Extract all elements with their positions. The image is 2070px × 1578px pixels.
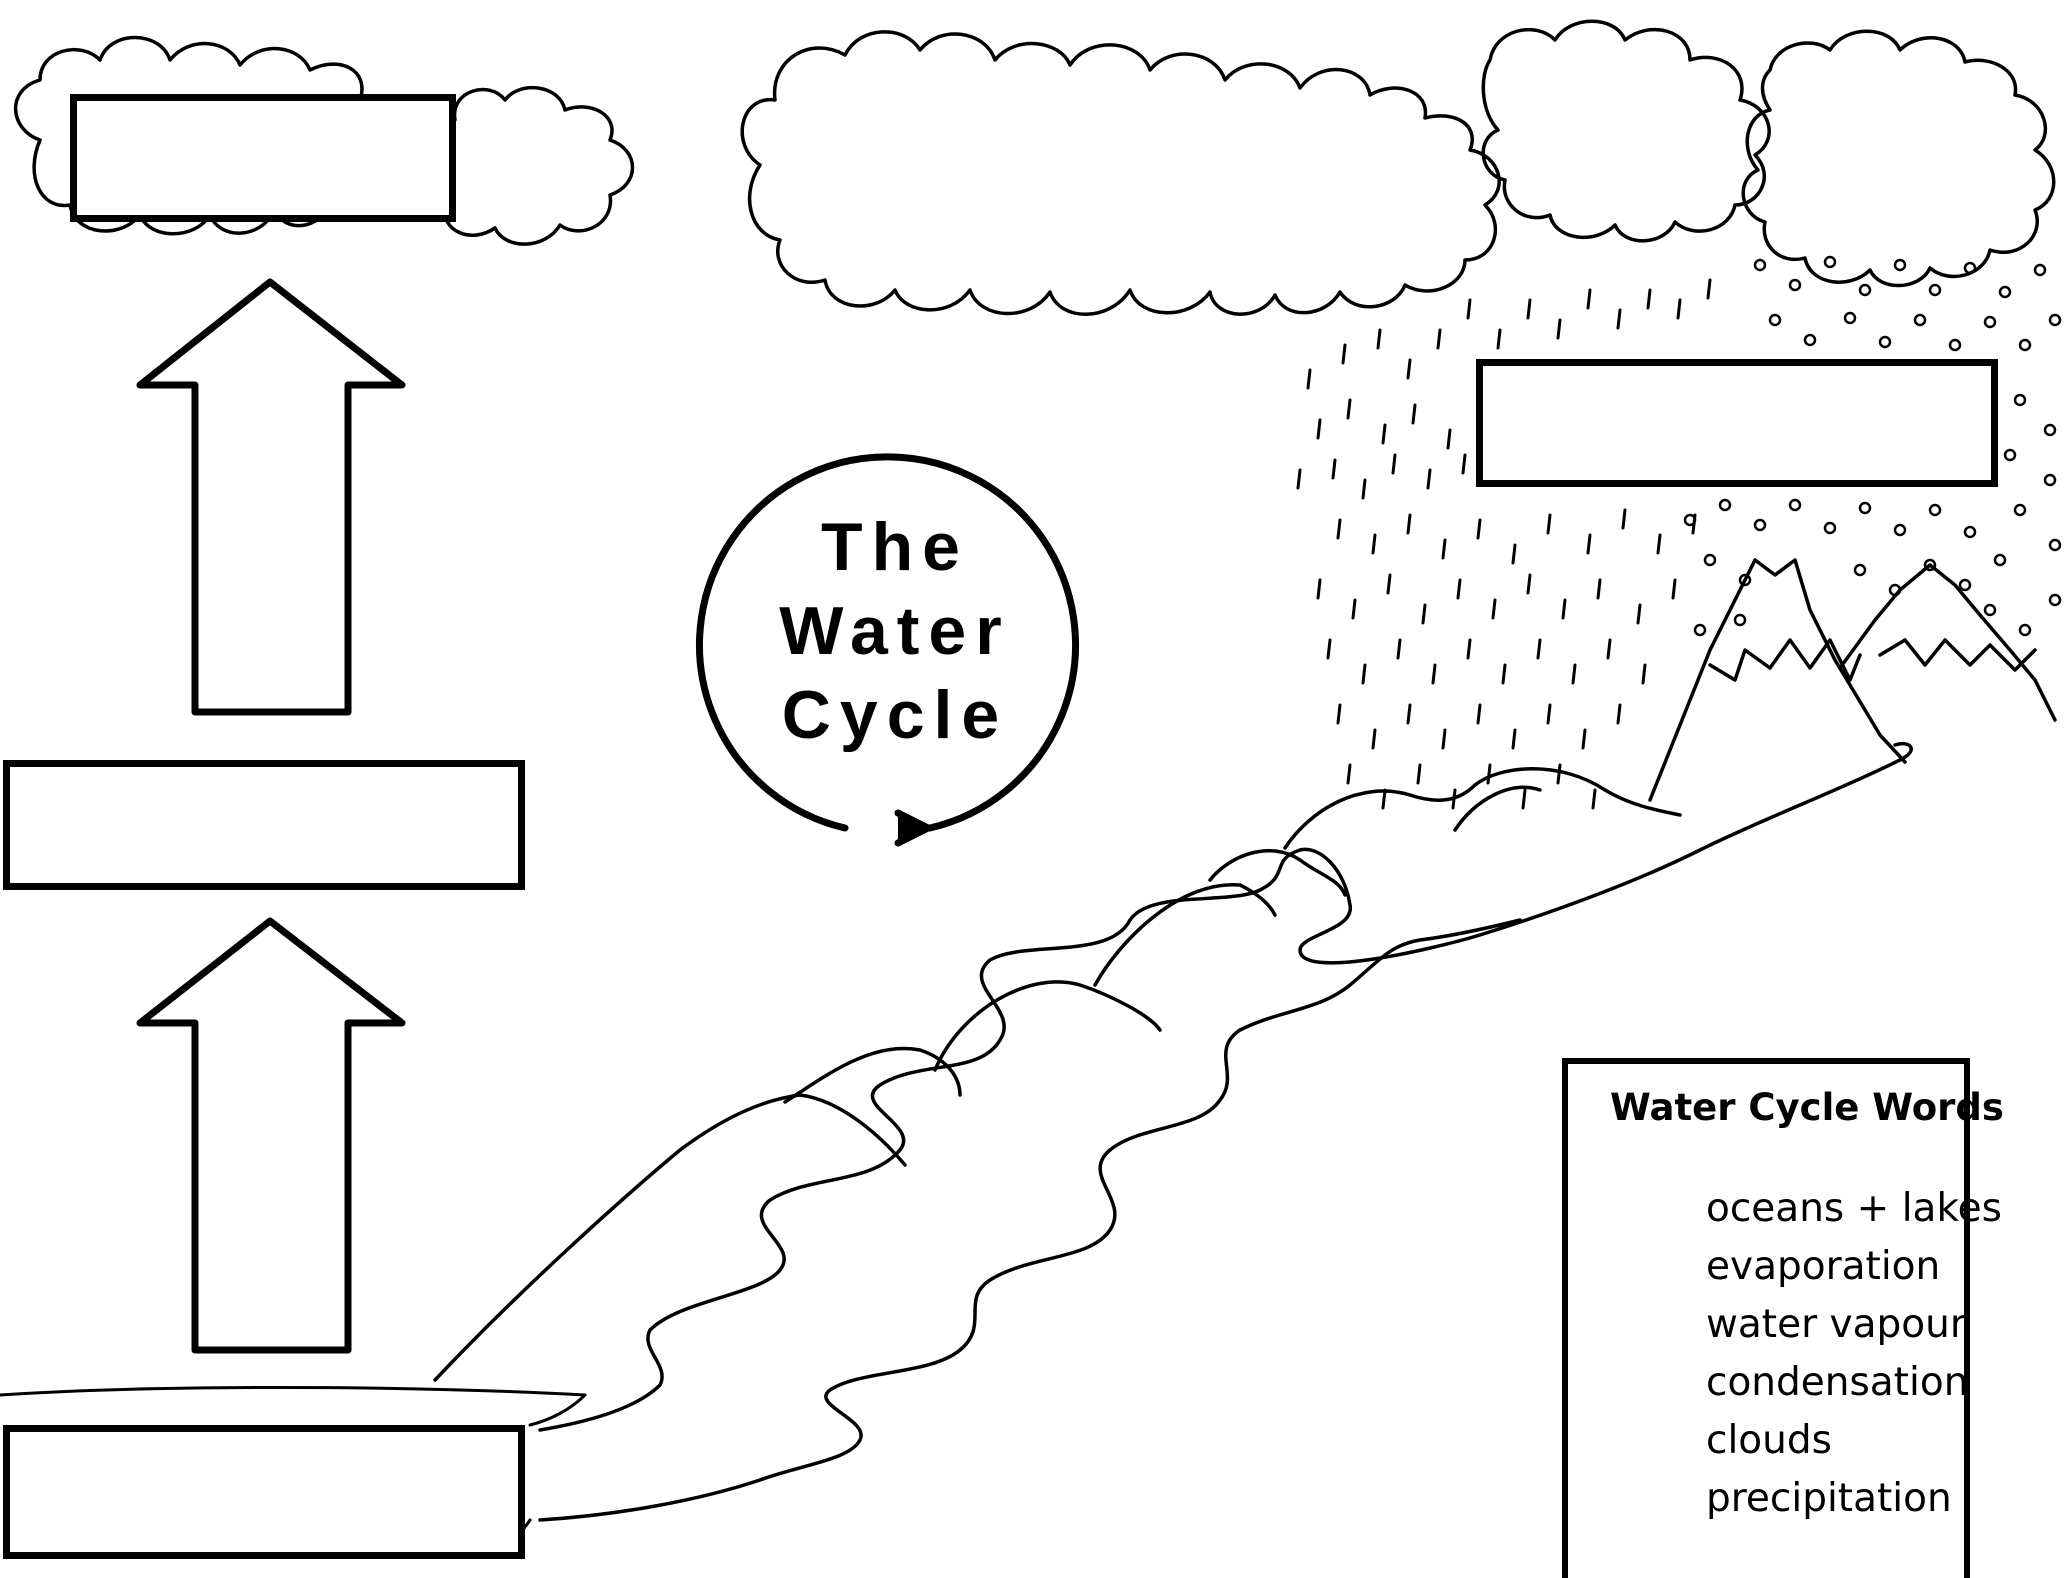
title-line-1: The [821,509,969,585]
mountain-icon [1648,558,2057,802]
word-item: evaporation [1706,1244,1941,1289]
up-arrow-icon [136,917,406,1354]
word-bank-title: Water Cycle Words [1610,1086,2004,1129]
mountain-icon [433,767,1682,1382]
rain-icon [1296,278,1712,810]
cloud-icon [740,19,2056,316]
word-item: clouds [1706,1418,1832,1463]
label-box-evaporation[interactable] [3,760,525,890]
word-list: oceans + lakes evaporation water vapour … [1706,1180,2002,1528]
diagram-title: The Water Cycle [720,505,1070,757]
label-box-water-vapour[interactable] [70,94,456,222]
river-icon [538,742,1913,1522]
label-box-precipitation[interactable] [1476,359,1998,487]
title-line-3: Cycle [781,677,1009,753]
snow-icon [1683,255,2062,637]
word-item: precipitation [1706,1476,1952,1521]
word-item: oceans + lakes [1706,1186,2002,1231]
word-item: water vapour [1706,1302,1966,1347]
label-box-oceans-lakes[interactable] [3,1425,525,1559]
word-item: condensation [1706,1360,1969,1405]
title-line-2: Water [779,593,1011,669]
up-arrow-icon [136,278,406,716]
word-bank: Water Cycle Words oceans + lakes evapora… [1562,1058,2004,1578]
cycle-arrow-icon [696,453,1079,847]
